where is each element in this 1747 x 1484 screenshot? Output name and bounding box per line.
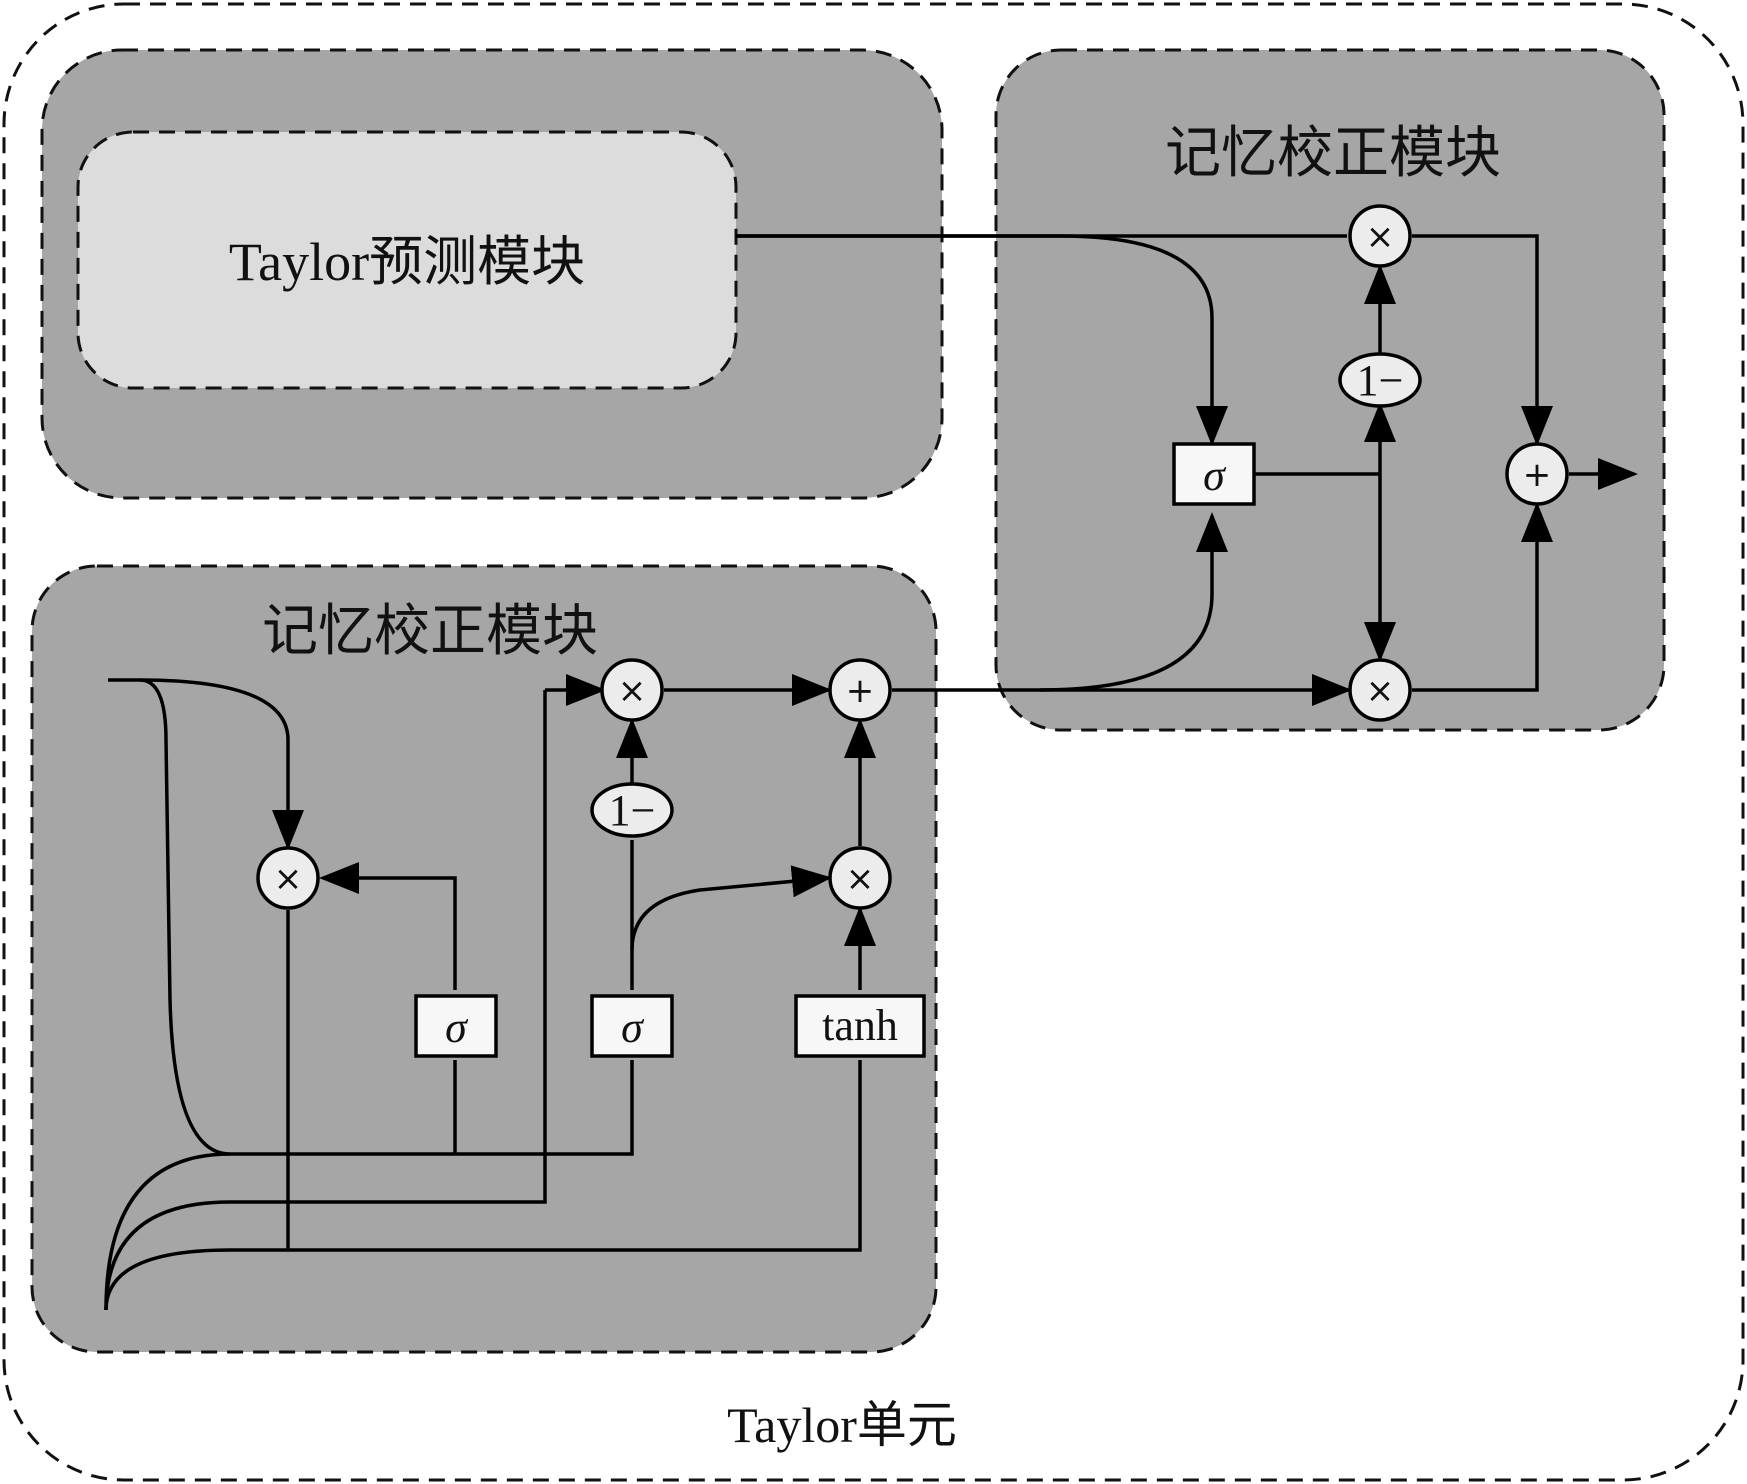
svg-text:×: ×	[1366, 671, 1395, 711]
memory-module-right-label: 记忆校正模块	[1165, 123, 1501, 185]
svg-text:×: ×	[846, 859, 875, 899]
wire-sigma1-to-forget-mult	[319, 862, 457, 990]
wire-bus-gates	[230, 1060, 634, 1156]
wire-sigma2-curve-to-mult	[630, 865, 832, 951]
svg-text:×: ×	[1366, 217, 1395, 257]
wire-mult-bottom-to-add	[1412, 502, 1553, 692]
wire-curve-bus1	[104, 1152, 231, 1311]
memory-module-right	[994, 48, 1666, 732]
wire-taylor-to-sigma	[736, 234, 1228, 446]
add-node-left: +	[828, 658, 892, 722]
sigma-gate-left-1: σ	[414, 994, 498, 1058]
svg-text:+: +	[846, 671, 875, 711]
multiply-node-input: ×	[828, 846, 892, 910]
svg-text:×: ×	[618, 671, 647, 711]
multiply-node-right-bottom: ×	[1348, 658, 1412, 722]
add-node-right: +	[1505, 442, 1569, 506]
sigma-gate-right: σ	[1172, 442, 1256, 506]
sigma-gate-left-2: σ	[590, 994, 674, 1058]
svg-text:+: +	[1523, 455, 1552, 495]
memory-module-left-label: 记忆校正模块	[262, 601, 598, 663]
svg-text:σ: σ	[445, 1003, 469, 1052]
one-minus-node-right: 1−	[1338, 352, 1422, 408]
taylor-unit-label: Taylor单元	[727, 1397, 957, 1453]
svg-text:×: ×	[274, 859, 303, 899]
svg-text:tanh: tanh	[822, 1001, 898, 1050]
wire-input-to-forget-mult	[139, 678, 304, 850]
wire-mult-top-to-add	[1412, 234, 1553, 446]
taylor-prediction-label: Taylor预测模块	[229, 232, 585, 292]
svg-text:σ: σ	[621, 1003, 645, 1052]
one-minus-node-left: 1−	[590, 782, 674, 838]
svg-text:1−: 1−	[1357, 356, 1404, 405]
wire-curve-bus3	[104, 1060, 862, 1311]
multiply-node-right-top: ×	[1348, 204, 1412, 268]
memory-module-left	[30, 564, 938, 1354]
tanh-gate-left: tanh	[794, 994, 926, 1058]
svg-text:σ: σ	[1203, 451, 1227, 500]
multiply-node-forget: ×	[256, 846, 320, 910]
multiply-node-left-top: ×	[600, 658, 664, 722]
wire-left-out-to-sigma	[1039, 512, 1228, 692]
wire-input-down-curve	[139, 678, 231, 1156]
svg-text:1−: 1−	[609, 786, 656, 835]
taylor-prediction-module	[76, 130, 738, 390]
